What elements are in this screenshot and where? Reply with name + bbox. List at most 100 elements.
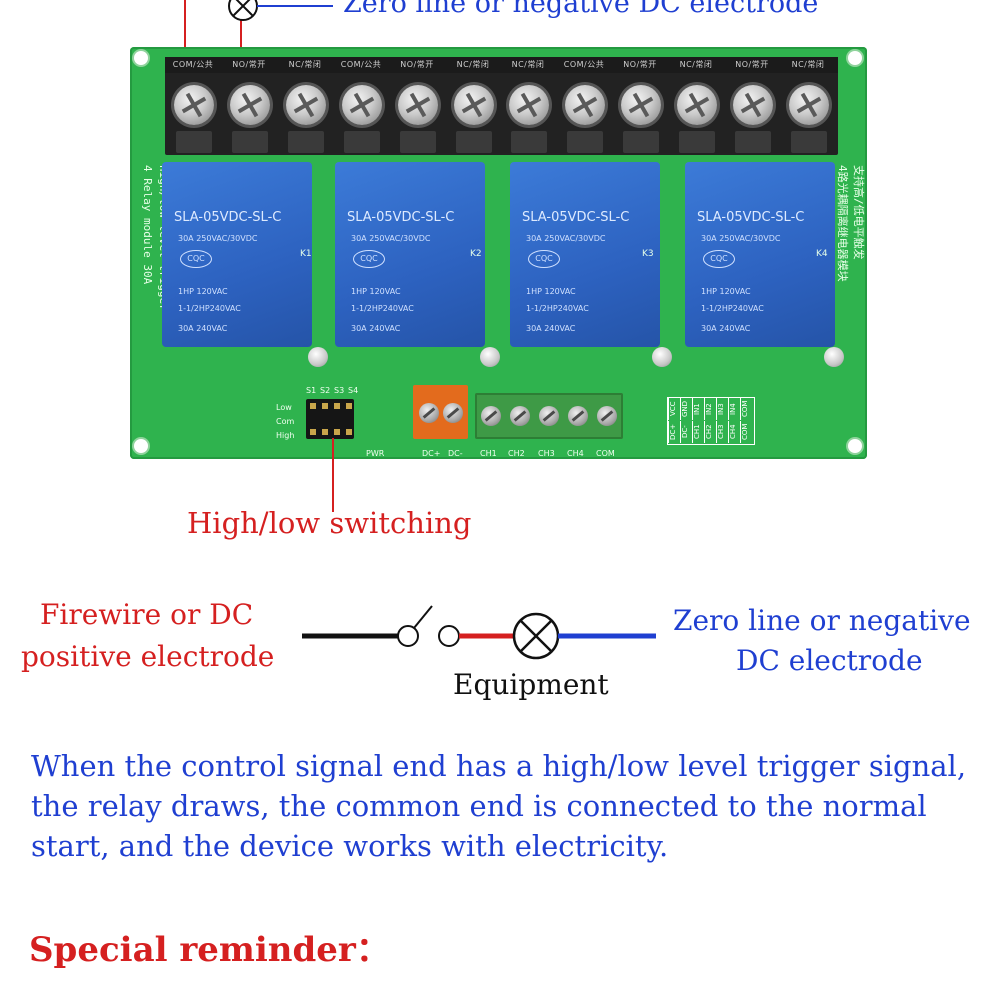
relay-rating: 30A 250VAC/30VDC	[178, 234, 258, 243]
terminal-label: COM/公共	[340, 60, 382, 69]
relay-spec: 30A 240VAC	[178, 324, 228, 333]
screw-terminal[interactable]	[510, 406, 530, 426]
screw-terminal[interactable]	[230, 85, 270, 125]
relay-spec: 30A 240VAC	[701, 324, 751, 333]
relay-spec: 1HP 120VAC	[526, 287, 576, 296]
relay-tag: K1	[300, 249, 312, 259]
screw-terminal[interactable]	[568, 406, 588, 426]
relay-spec: 1HP 120VAC	[701, 287, 751, 296]
terminal-label: NC/常闭	[456, 60, 490, 69]
power-input-terminal	[413, 385, 468, 439]
input-label-ch4: CH4	[567, 449, 584, 458]
top-wiring	[184, 0, 333, 72]
relay-spec: 1-1/2HP240VAC	[178, 304, 241, 313]
relay-spec: 30A 240VAC	[526, 324, 576, 333]
screw-terminal[interactable]	[509, 85, 549, 125]
relay-model: SLA-05VDC-SL-C	[174, 210, 282, 225]
pwr-label: PWR	[366, 449, 385, 458]
jumper-label-s1: S1	[306, 386, 317, 395]
jumper-row-high: High	[276, 431, 295, 440]
pin-map-table: VCC GND IN1 IN2 IN3 IN4 COM DC+ DC- CH1 …	[667, 397, 755, 445]
relay-k1: SLA-05VDC-SL-C 30A 250VAC/30VDC CQC 1HP …	[162, 162, 312, 347]
zero-line-label-line1: Zero line or negative	[673, 604, 971, 637]
screw-terminal[interactable]	[286, 85, 326, 125]
relay-spec: 1HP 120VAC	[351, 287, 401, 296]
cqc-mark: CQC	[703, 250, 735, 268]
terminal-label: COM/公共	[563, 60, 605, 69]
screw-terminal[interactable]	[454, 85, 494, 125]
high-low-switching-label: High/low switching	[187, 506, 472, 540]
jumper-label-s4: S4	[348, 386, 359, 395]
switch-contact-icon	[397, 625, 419, 647]
relay-spec: 30A 240VAC	[351, 324, 401, 333]
mount-hole	[848, 51, 862, 65]
input-label-ch3: CH3	[538, 449, 555, 458]
terminal-label: NC/常闭	[791, 60, 825, 69]
status-led	[308, 347, 328, 367]
relay-model: SLA-05VDC-SL-C	[522, 210, 630, 225]
firewire-label-line2: positive electrode	[21, 640, 275, 673]
screw-terminal[interactable]	[789, 85, 829, 125]
relay-rating: 30A 250VAC/30VDC	[701, 234, 781, 243]
mount-hole	[848, 439, 862, 453]
relay-spec: 1-1/2HP240VAC	[701, 304, 764, 313]
input-label-ch1: CH1	[480, 449, 497, 458]
relay-k2: SLA-05VDC-SL-C 30A 250VAC/30VDC CQC 1HP …	[335, 162, 485, 347]
jumper-label-s3: S3	[334, 386, 345, 395]
relay-spec: 1-1/2HP240VAC	[351, 304, 414, 313]
input-label-dcplus: DC+	[422, 449, 441, 458]
screw-terminal[interactable]	[733, 85, 773, 125]
cqc-mark: CQC	[353, 250, 385, 268]
input-label-dcminus: DC-	[448, 449, 463, 458]
screw-terminal[interactable]	[677, 85, 717, 125]
screw-terminal[interactable]	[539, 406, 559, 426]
explanation-paragraph: When the control signal end has a high/l…	[31, 749, 967, 863]
screw-terminal[interactable]	[443, 403, 463, 423]
relay-rating: 30A 250VAC/30VDC	[526, 234, 606, 243]
relay-model: SLA-05VDC-SL-C	[697, 210, 805, 225]
jumper-row-com: Com	[276, 417, 295, 426]
terminal-label: NO/常开	[400, 60, 434, 69]
cqc-mark: CQC	[528, 250, 560, 268]
cqc-mark: CQC	[180, 250, 212, 268]
relay-board: COM/公共 NO/常开 NC/常闭 COM/公共 NO/常开 NC/常闭 NC…	[130, 47, 867, 459]
terminal-label: NO/常开	[623, 60, 657, 69]
switch-lever-icon	[413, 605, 433, 629]
screw-terminal[interactable]	[342, 85, 382, 125]
screw-terminal[interactable]	[565, 85, 605, 125]
screw-terminal[interactable]	[419, 403, 439, 423]
signal-input-terminal	[475, 393, 623, 439]
switch-contact-icon	[438, 625, 460, 647]
screw-terminal[interactable]	[621, 85, 661, 125]
screw-terminal[interactable]	[398, 85, 438, 125]
trigger-jumper-header[interactable]	[306, 399, 354, 439]
top-caption: Zero line or negative DC electrode	[343, 0, 819, 19]
terminal-label: NO/常开	[735, 60, 769, 69]
terminal-label: NC/常闭	[288, 60, 322, 69]
special-reminder-heading: Special reminder：	[29, 930, 390, 970]
relay-tag: K2	[470, 249, 482, 259]
equipment-label: Equipment	[453, 668, 609, 701]
screw-terminal[interactable]	[481, 406, 501, 426]
input-label-com: COM	[596, 449, 615, 458]
terminal-label: NC/常闭	[511, 60, 545, 69]
status-led	[480, 347, 500, 367]
terminal-label: NO/常开	[232, 60, 266, 69]
screw-terminal[interactable]	[174, 85, 214, 125]
output-terminal-block-right: NC/常闭 COM/公共 NO/常开 NC/常闭 NO/常开 NC/常闭	[500, 57, 838, 155]
zero-line-label-line2: DC electrode	[736, 644, 923, 677]
relay-model: SLA-05VDC-SL-C	[347, 210, 455, 225]
screw-terminal[interactable]	[597, 406, 617, 426]
relay-k3: SLA-05VDC-SL-C 30A 250VAC/30VDC CQC 1HP …	[510, 162, 660, 347]
terminal-label: NC/常闭	[679, 60, 713, 69]
relay-k4: SLA-05VDC-SL-C 30A 250VAC/30VDC CQC 1HP …	[685, 162, 835, 347]
relay-rating: 30A 250VAC/30VDC	[351, 234, 431, 243]
terminal-label: COM/公共	[172, 60, 214, 69]
mount-hole	[134, 51, 148, 65]
relay-spec: 1-1/2HP240VAC	[526, 304, 589, 313]
relay-spec: 1HP 120VAC	[178, 287, 228, 296]
input-label-ch2: CH2	[508, 449, 525, 458]
jumper-label-s2: S2	[320, 386, 331, 395]
status-led	[652, 347, 672, 367]
